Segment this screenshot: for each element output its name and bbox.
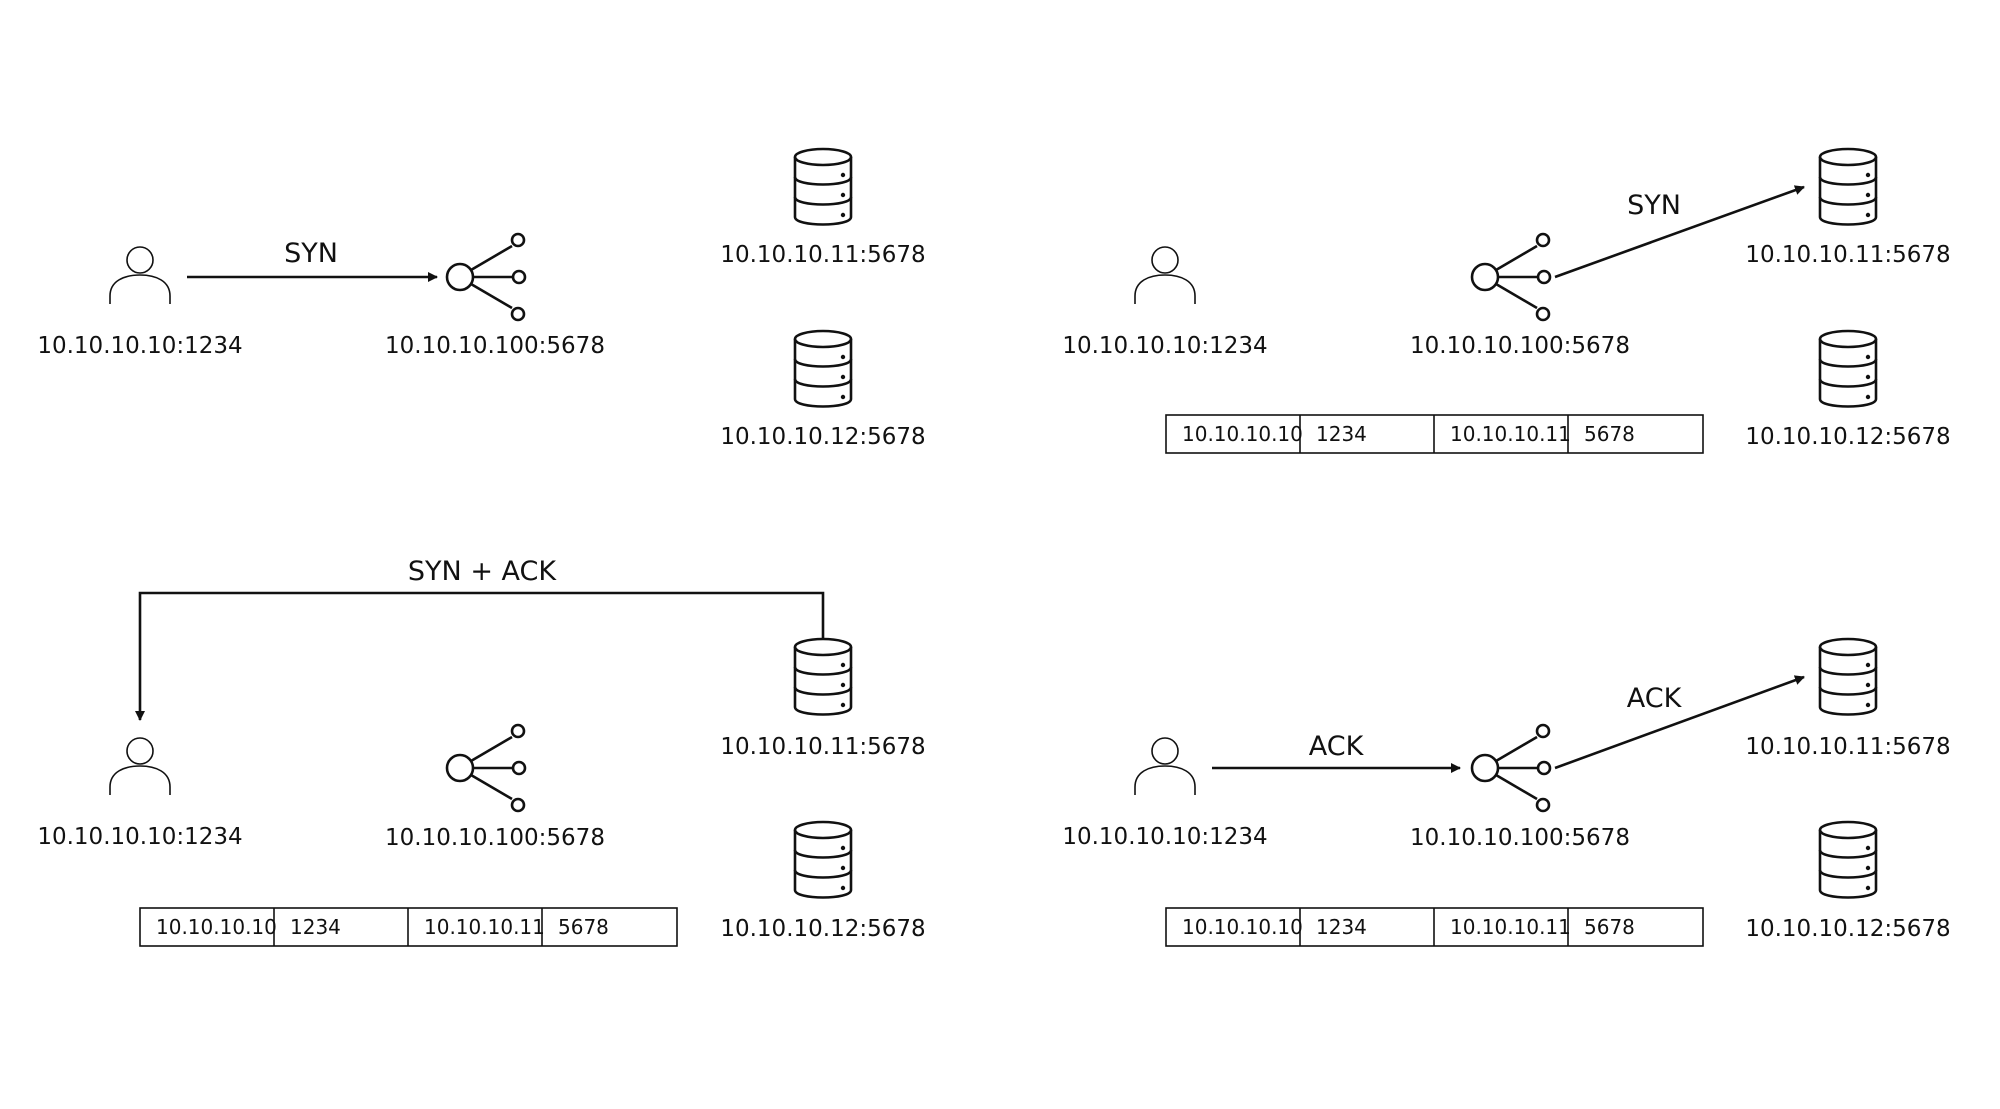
database-server-icon <box>1818 329 1878 408</box>
database-server-icon <box>793 637 853 716</box>
syn-ack-arrow <box>135 591 825 721</box>
ack-arrow-to-server <box>1554 675 1805 770</box>
database-server-icon <box>1818 147 1878 226</box>
syn-ack-label: SYN + ACK <box>408 556 557 587</box>
table-cell-server-ip: 10.10.10.11 <box>424 915 545 939</box>
table-cell-server-port: 5678 <box>558 915 609 939</box>
server-1-address: 10.10.10.11:5678 <box>1745 734 1950 760</box>
load-balancer-icon <box>445 723 527 813</box>
panel-ack-forwarded: 10.10.10.10:1234 10.10.10.100:5678 10.10… <box>1062 637 1951 947</box>
person-icon <box>1134 737 1196 796</box>
balancer-address: 10.10.10.100:5678 <box>385 333 605 359</box>
database-server-icon <box>1818 637 1878 716</box>
database-server-icon <box>1818 820 1878 899</box>
load-balancer-icon <box>1470 723 1552 813</box>
connection-table: 10.10.10.10 1234 10.10.10.11 5678 <box>1165 414 1704 454</box>
table-cell-server-ip: 10.10.10.11 <box>1450 915 1571 939</box>
client-address: 10.10.10.10:1234 <box>37 824 242 850</box>
connection-table: 10.10.10.10 1234 10.10.10.11 5678 <box>139 907 678 947</box>
server-2-address: 10.10.10.12:5678 <box>720 424 925 450</box>
person-icon <box>109 737 171 796</box>
server-2-address: 10.10.10.12:5678 <box>720 916 925 942</box>
database-server-icon <box>793 820 853 899</box>
ack-label-client: ACK <box>1309 731 1365 762</box>
table-cell-client-ip: 10.10.10.10 <box>1182 915 1303 939</box>
server-2-address: 10.10.10.12:5678 <box>1745 916 1950 942</box>
server-2-address: 10.10.10.12:5678 <box>1745 424 1950 450</box>
table-cell-server-ip: 10.10.10.11 <box>1450 422 1571 446</box>
panel-syn-to-balancer: 10.10.10.10:1234 10.10.10.100:5678 10.10… <box>37 147 926 450</box>
connection-table: 10.10.10.10 1234 10.10.10.11 5678 <box>1165 907 1704 947</box>
balancer-address: 10.10.10.100:5678 <box>1410 825 1630 851</box>
server-1-address: 10.10.10.11:5678 <box>720 242 925 268</box>
table-cell-client-port: 1234 <box>290 915 341 939</box>
table-cell-client-ip: 10.10.10.10 <box>1182 422 1303 446</box>
table-cell-client-port: 1234 <box>1316 422 1367 446</box>
person-icon <box>109 246 171 305</box>
load-balancer-icon <box>1470 232 1552 322</box>
table-cell-client-ip: 10.10.10.10 <box>156 915 277 939</box>
person-icon <box>1134 246 1196 305</box>
table-cell-server-port: 5678 <box>1584 422 1635 446</box>
syn-label: SYN <box>1627 190 1681 221</box>
load-balancer-icon <box>445 232 527 322</box>
database-server-icon <box>793 147 853 226</box>
client-address: 10.10.10.10:1234 <box>37 333 242 359</box>
panel-syn-ack-to-client: 10.10.10.10:1234 10.10.10.100:5678 10.10… <box>37 556 926 947</box>
panel-syn-to-server: 10.10.10.10:1234 10.10.10.100:5678 10.10… <box>1062 147 1951 454</box>
client-address: 10.10.10.10:1234 <box>1062 824 1267 850</box>
balancer-address: 10.10.10.100:5678 <box>385 825 605 851</box>
ack-label-balancer: ACK <box>1627 683 1683 714</box>
table-cell-server-port: 5678 <box>1584 915 1635 939</box>
client-address: 10.10.10.10:1234 <box>1062 333 1267 359</box>
server-1-address: 10.10.10.11:5678 <box>720 734 925 760</box>
server-1-address: 10.10.10.11:5678 <box>1745 242 1950 268</box>
syn-label: SYN <box>284 238 338 269</box>
syn-arrow <box>1554 185 1805 279</box>
database-server-icon <box>793 329 853 408</box>
table-cell-client-port: 1234 <box>1316 915 1367 939</box>
balancer-address: 10.10.10.100:5678 <box>1410 333 1630 359</box>
